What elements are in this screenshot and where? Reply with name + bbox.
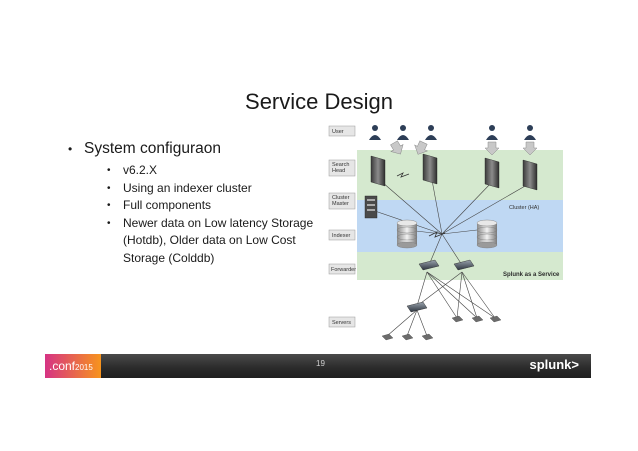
lane-label-forwarder: Forwarder	[331, 267, 356, 273]
arrow-down-icon	[390, 140, 404, 155]
bullet-system-configuration: System configuraon	[62, 139, 332, 159]
sub-bullet-version: v6.2.X	[62, 162, 332, 180]
forwarder-switch-icon	[418, 259, 440, 271]
server-node-icon	[421, 333, 434, 341]
footer-bar	[45, 354, 591, 378]
request-arrows	[390, 140, 538, 156]
sub-bullet-full-components: Full components	[62, 197, 332, 215]
user-icons	[369, 125, 536, 140]
bullet-list: System configuraon v6.2.X Using an index…	[62, 139, 332, 267]
server-node-icon	[451, 315, 464, 323]
indexer-database-icon	[396, 219, 418, 249]
conf-logo-text: .conf	[49, 359, 76, 373]
service-label: Splunk as a Service	[503, 272, 560, 278]
user-icon	[369, 125, 381, 140]
indexer-database-icon	[476, 219, 498, 249]
search-head-icon	[484, 157, 500, 189]
sub-bullet-storage: Newer data on Low latency Storage (Hotdb…	[62, 215, 332, 268]
search-head-icon	[422, 153, 438, 185]
lane-label-indexer: Indexer	[332, 233, 351, 239]
arrow-down-icon	[484, 141, 500, 156]
conf-logo-year: 2015	[75, 363, 93, 372]
server-node-icon	[489, 315, 502, 323]
link-lightning-icon	[396, 172, 410, 178]
search-head-servers	[370, 153, 538, 191]
cluster-area	[357, 200, 563, 252]
lane-label-user: User	[332, 129, 344, 135]
search-head-icon	[522, 159, 538, 191]
splunk-logo: splunk>	[529, 357, 580, 372]
search-head-icon	[370, 155, 386, 187]
sub-bullet-indexer-cluster: Using an indexer cluster	[62, 180, 332, 198]
sub-bullet-list: v6.2.X Using an indexer cluster Full com…	[62, 162, 332, 267]
forwarder-switch-icon	[453, 259, 475, 271]
user-icon	[397, 125, 409, 140]
lane-label-servers: Servers	[332, 320, 351, 326]
user-icon	[425, 125, 437, 140]
server-node-icon	[471, 315, 484, 323]
cluster-label: Cluster (HA)	[509, 205, 539, 211]
slide-title: Service Design	[245, 89, 393, 114]
cluster-master-server-icon	[364, 195, 378, 219]
server-switch-icon	[406, 301, 428, 313]
conf-logo: .conf2015	[45, 354, 101, 378]
arrow-down-icon	[414, 140, 428, 155]
footer: .conf2015 19 splunk>	[45, 354, 591, 378]
server-node-icon	[381, 333, 394, 341]
server-node-icon	[401, 333, 414, 341]
server-nodes	[381, 315, 502, 341]
user-icon	[486, 125, 498, 140]
user-icon	[524, 125, 536, 140]
replication-lightning-icon	[428, 231, 446, 238]
page-number: 19	[316, 359, 325, 368]
arrow-down-icon	[522, 141, 538, 156]
